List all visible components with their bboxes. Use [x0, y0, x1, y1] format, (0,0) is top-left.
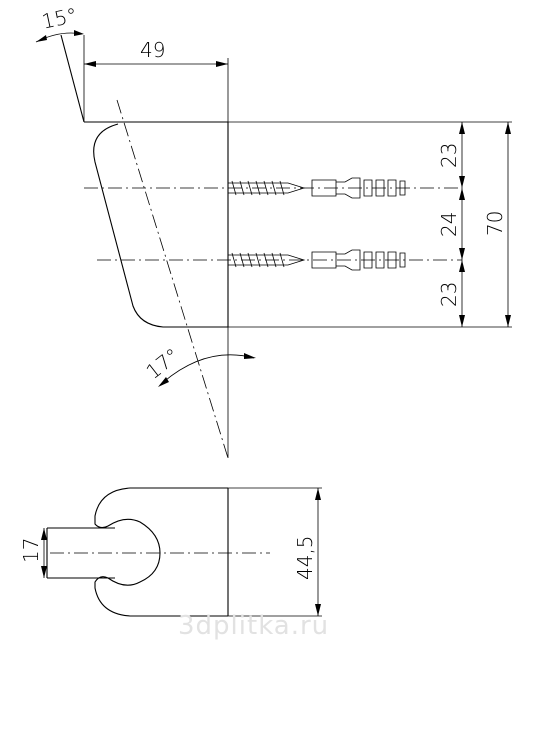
tilt-axis-line — [116, 99, 229, 459]
dim-23-upper-label: 23 — [437, 143, 461, 168]
angle-15-label: 15° — [40, 3, 80, 34]
base-outline — [94, 487, 228, 617]
angle-17-arc — [159, 354, 255, 386]
dim-49-label: 49 — [140, 38, 165, 62]
dim-23-lower-label: 23 — [437, 282, 461, 307]
dim-44-5-arrow-top — [315, 488, 321, 500]
dim-70-arrow-bottom — [505, 315, 511, 327]
angle-17-arrow-left — [158, 377, 169, 387]
dim-70-arrow-top — [505, 122, 511, 134]
pipe-outline — [46, 527, 115, 579]
screw-lower — [227, 252, 306, 268]
watermark: 3dplitka.ru — [178, 611, 329, 641]
angle-17-arrow-right — [244, 353, 256, 359]
top-view: 17 44,5 — [19, 487, 322, 617]
dim-17-arrow-top — [41, 528, 47, 540]
dim-44-5-arrow-bottom — [315, 604, 321, 616]
angle-15-arrow-right — [74, 30, 84, 36]
dim-17-label: 17 — [19, 538, 43, 563]
dim-17-arrow-bottom — [41, 566, 47, 578]
dim-49-arrow-right — [216, 61, 228, 67]
dim-44-5-label: 44,5 — [293, 535, 317, 580]
dowel-upper — [311, 177, 406, 199]
dim-23-upper-arrow-top — [459, 122, 465, 134]
angle-17-label: 17° — [141, 343, 184, 384]
dim-24-arrow-bottom — [459, 248, 465, 260]
dim-23-upper-arrow-bottom — [459, 176, 465, 188]
dim-23-lower-arrow-bottom — [459, 315, 465, 327]
tilt-reference-line — [60, 34, 85, 123]
screw-upper — [227, 180, 306, 196]
side-view: 15° 49 — [35, 3, 512, 459]
dim-23-lower-arrow-top — [459, 260, 465, 272]
dim-49-arrow-left — [84, 61, 96, 67]
dim-70-label: 70 — [483, 211, 507, 236]
holder-body-outline — [84, 121, 229, 328]
dim-24-label: 24 — [437, 212, 461, 237]
dim-24-arrow-top — [459, 188, 465, 200]
angle-15-arrow-left — [36, 35, 47, 42]
dowel-lower — [311, 249, 406, 271]
